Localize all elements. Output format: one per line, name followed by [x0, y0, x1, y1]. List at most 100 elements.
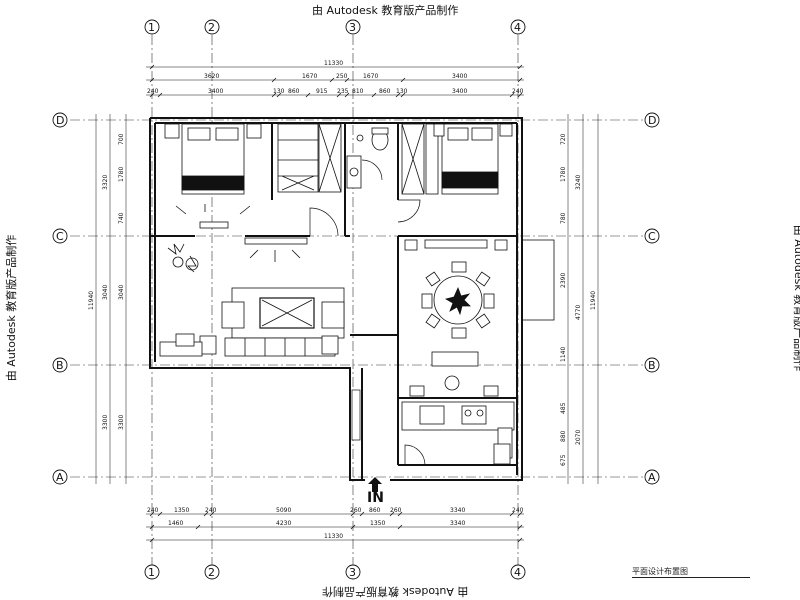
axis-col-2-top: 2 [208, 21, 215, 34]
dim-bot-r1-0: 240 [147, 507, 159, 514]
dim-left2-2: 1780 [118, 167, 125, 182]
dim-bot-r1-6: 260 [390, 507, 402, 514]
dimension-lines [95, 66, 599, 541]
axis-row-C-left: C [56, 230, 64, 243]
axis-row-A-left: A [56, 471, 64, 484]
dim-bot-r2-3: 3340 [450, 520, 465, 527]
dim-bot-total: 11330 [324, 533, 343, 540]
dimension-text: 11330 3620 1670 250 1670 3400 240 3400 1… [88, 60, 597, 540]
axis-grid [70, 35, 645, 565]
console-table [409, 351, 499, 397]
dim-top-total: 11330 [324, 60, 343, 67]
axis-row-B-right: B [648, 359, 656, 372]
dim-bot-r1-4: 260 [350, 507, 362, 514]
dim-bot-r1-8: 240 [512, 507, 524, 514]
dim-left2-5: 3040 [118, 285, 125, 300]
dim-top-r2-6: 810 [352, 88, 364, 95]
dim-top-r2-0: 240 [147, 88, 159, 95]
shoe-cabinet [159, 333, 203, 357]
dim-bot-r1-2: 240 [205, 507, 217, 514]
entry-arrow-icon [368, 477, 382, 492]
wardrobe-right [401, 123, 439, 195]
kitchen-counter [401, 401, 515, 465]
watermark-left: 由 Autodesk 教育版产品制作 [5, 234, 19, 382]
dim-bot-r2-1: 4230 [276, 520, 291, 527]
balcony-window [521, 239, 555, 321]
dim-left-0: 3320 [102, 175, 109, 190]
entry-cabinet [351, 389, 361, 441]
dining-table [421, 261, 495, 339]
dim-left-2: 3300 [102, 415, 109, 430]
dim-top-r2-4: 915 [316, 88, 328, 95]
dim-right2-7: 1140 [560, 347, 567, 362]
dim-bot-r1-3: 5090 [276, 507, 291, 514]
doors [309, 159, 426, 466]
axis-row-D-right: D [648, 114, 656, 127]
dim-top-r2-1: 3400 [208, 88, 223, 95]
dim-left2-7: 3300 [118, 415, 125, 430]
dim-top-r2-2: 130 [273, 88, 285, 95]
dim-right2-11: 675 [560, 454, 567, 466]
dim-right-1: 4770 [575, 305, 582, 320]
title-block: 平面设计布置图 [632, 566, 750, 578]
dim-top-r1-3: 1670 [363, 73, 378, 80]
title-underline [632, 577, 750, 578]
dim-left2-3: 740 [118, 212, 125, 224]
sofa-set [199, 287, 345, 357]
watermark-top: 由 Autodesk 教育版产品制作 [312, 4, 459, 17]
wardrobe-left [277, 123, 342, 193]
dim-top-r2-9: 3400 [452, 88, 467, 95]
tv-cabinet [244, 237, 308, 262]
watermark-right: 由 Autodesk 教育版产品制作 [792, 225, 800, 372]
axis-col-4-top: 4 [514, 21, 521, 34]
dim-left-1: 3040 [102, 285, 109, 300]
dim-top-r2-7: 860 [379, 88, 391, 95]
axis-col-2-bottom: 2 [208, 566, 215, 579]
dimension-ticks [149, 64, 523, 543]
dim-right2-9: 485 [560, 402, 567, 414]
axis-col-3-bottom: 3 [349, 566, 356, 579]
dim-bot-r2-0: 1460 [168, 520, 183, 527]
axis-col-1-top: 1 [148, 21, 155, 34]
dim-right2-10: 880 [560, 430, 567, 442]
dim-right2-2: 1780 [560, 167, 567, 182]
bed-right [433, 123, 513, 195]
watermark-bottom: 由 Autodesk 教育版产品制作 [322, 585, 469, 598]
dim-top-r1-4: 3400 [452, 73, 467, 80]
dim-right-2: 2070 [575, 430, 582, 445]
axis-col-4-bottom: 4 [514, 566, 521, 579]
dim-bot-r1-1: 1350 [174, 507, 189, 514]
axis-col-3-top: 3 [349, 21, 356, 34]
dim-top-r1-2: 250 [336, 73, 348, 80]
dim-top-r2-10: 240 [512, 88, 524, 95]
dim-top-r1-1: 1670 [302, 73, 317, 80]
dim-bot-r2-2: 1350 [370, 520, 385, 527]
tv-bedroom-left [175, 204, 251, 229]
dim-right2-1: 720 [560, 133, 567, 145]
bed-left [164, 123, 262, 195]
dim-top-r2-3: 860 [288, 88, 300, 95]
axis-col-1-bottom: 1 [148, 566, 155, 579]
drawing-title: 平面设计布置图 [632, 567, 688, 576]
axis-row-C-right: C [648, 230, 656, 243]
axis-row-B-left: B [56, 359, 64, 372]
dim-top-r1-0: 3620 [204, 73, 219, 80]
decor-plant-living [167, 243, 199, 273]
dim-top-r2-8: 130 [396, 88, 408, 95]
dim-left-total: 11940 [88, 291, 95, 310]
dim-left2-1: 700 [118, 133, 125, 145]
dim-right-total: 11940 [590, 291, 597, 310]
dim-bot-r1-5: 860 [369, 507, 381, 514]
axis-row-A-right: A [648, 471, 656, 484]
dim-top-r2-5: 235 [337, 88, 349, 95]
dim-right2-5: 2390 [560, 273, 567, 288]
axis-row-D-left: D [56, 114, 64, 127]
bathroom-fixtures [346, 127, 389, 189]
sideboard [404, 239, 508, 251]
entry-label: IN [367, 490, 384, 506]
axis-bubbles [52, 19, 660, 580]
axis-labels: 1 2 3 4 1 2 3 4 D C B A D C B A [56, 21, 656, 579]
dim-right-0: 3240 [575, 175, 582, 190]
dim-bot-r1-7: 3340 [450, 507, 465, 514]
